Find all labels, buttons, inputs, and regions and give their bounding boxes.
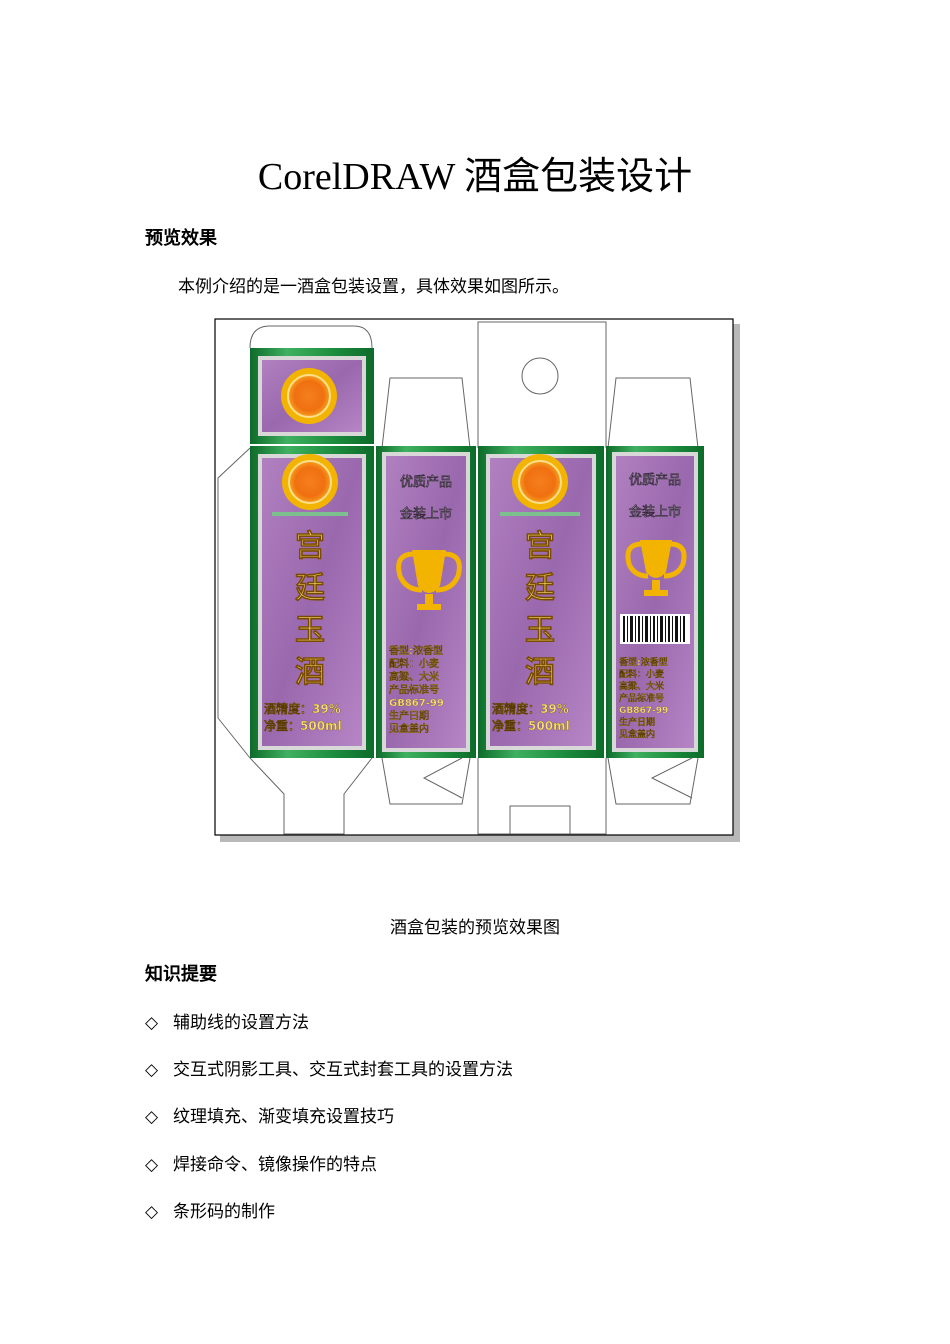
front-right-char-1: 宫 xyxy=(525,529,555,564)
side-right-info-3: 高粱、大米 xyxy=(619,680,665,692)
front-panel-left xyxy=(250,446,374,758)
diamond-bullet-icon: ◇ xyxy=(145,1202,159,1222)
list-item-text: 辅助线的设置方法 xyxy=(173,1013,309,1033)
front-left-char-2: 廷 xyxy=(295,571,325,606)
list-item-text: 条形码的制作 xyxy=(173,1202,275,1222)
diamond-bullet-icon: ◇ xyxy=(145,1013,159,1033)
front-right-char-3: 玉 xyxy=(525,613,555,648)
top-lid-panel xyxy=(250,348,374,444)
side-right-info-5: GB867-99 xyxy=(619,706,668,716)
side-right-slogan-2: 金装上市 xyxy=(628,504,681,520)
side-left-slogan-1: 优质产品 xyxy=(400,474,452,490)
side-left-info-4: 产品标准号 xyxy=(389,683,439,696)
front-left-net-weight: 净重：500ml xyxy=(264,718,342,733)
side-right-slogan-1: 优质产品 xyxy=(629,472,681,488)
wine-box-figure: 宫 廷 玉 酒 酒精度：39% 净重：500ml 宫 廷 玉 酒 酒精度：39%… xyxy=(214,318,742,844)
list-item: ◇ 焊接命令、镜像操作的特点 xyxy=(145,1150,377,1175)
front-left-char-3: 玉 xyxy=(295,613,325,648)
side-left-info-6: 生产日期 xyxy=(389,709,429,722)
section-heading-preview: 预览效果 xyxy=(145,228,217,249)
front-left-char-1: 宫 xyxy=(295,529,325,564)
list-item: ◇ 交互式阴影工具、交互式封套工具的设置方法 xyxy=(145,1055,513,1080)
side-panel-right xyxy=(606,446,704,758)
side-left-info-2: 配料：小麦 xyxy=(389,657,440,670)
side-right-info-1: 香型:浓香型 xyxy=(618,656,668,668)
front-right-alcohol: 酒精度：39% xyxy=(492,701,569,716)
side-right-info-4: 产品标准号 xyxy=(619,692,664,704)
front-left-alcohol: 酒精度：39% xyxy=(264,701,341,716)
diamond-bullet-icon: ◇ xyxy=(145,1155,159,1175)
diamond-bullet-icon: ◇ xyxy=(145,1060,159,1080)
list-item: ◇ 纹理填充、渐变填充设置技巧 xyxy=(145,1102,394,1127)
barcode xyxy=(620,614,690,644)
side-left-slogan-2: 金装上市 xyxy=(399,506,452,522)
front-right-char-2: 廷 xyxy=(525,571,555,606)
side-left-info-7: 见盒盖内 xyxy=(389,722,429,735)
front-panel-right xyxy=(478,446,604,758)
side-right-info-7: 见盒盖内 xyxy=(619,728,655,740)
diamond-bullet-icon: ◇ xyxy=(145,1107,159,1127)
list-item-text: 焊接命令、镜像操作的特点 xyxy=(173,1155,377,1175)
page-title: CorelDRAW 酒盒包装设计 xyxy=(257,156,693,198)
section-heading-knowledge: 知识提要 xyxy=(145,964,217,985)
side-left-info-5: GB867-99 xyxy=(389,698,444,709)
side-left-info-3: 高粱、大米 xyxy=(389,670,440,683)
front-right-net-weight: 净重：500ml xyxy=(492,718,570,733)
side-panel-left xyxy=(376,446,476,758)
list-item-text: 纹理填充、渐变填充设置技巧 xyxy=(173,1107,394,1127)
list-item: ◇ 辅助线的设置方法 xyxy=(145,1008,309,1033)
side-right-info-2: 配料：小麦 xyxy=(619,668,665,680)
list-item: ◇ 条形码的制作 xyxy=(145,1197,275,1222)
list-item-text: 交互式阴影工具、交互式封套工具的设置方法 xyxy=(173,1060,513,1080)
figure-caption: 酒盒包装的预览效果图 xyxy=(390,918,560,938)
intro-paragraph: 本例介绍的是一酒盒包装设置，具体效果如图所示。 xyxy=(178,277,569,297)
side-left-info-1: 香型:浓香型 xyxy=(389,644,443,657)
front-right-char-4: 酒 xyxy=(525,655,555,690)
front-left-char-4: 酒 xyxy=(295,655,325,690)
side-right-info-6: 生产日期 xyxy=(619,716,655,728)
